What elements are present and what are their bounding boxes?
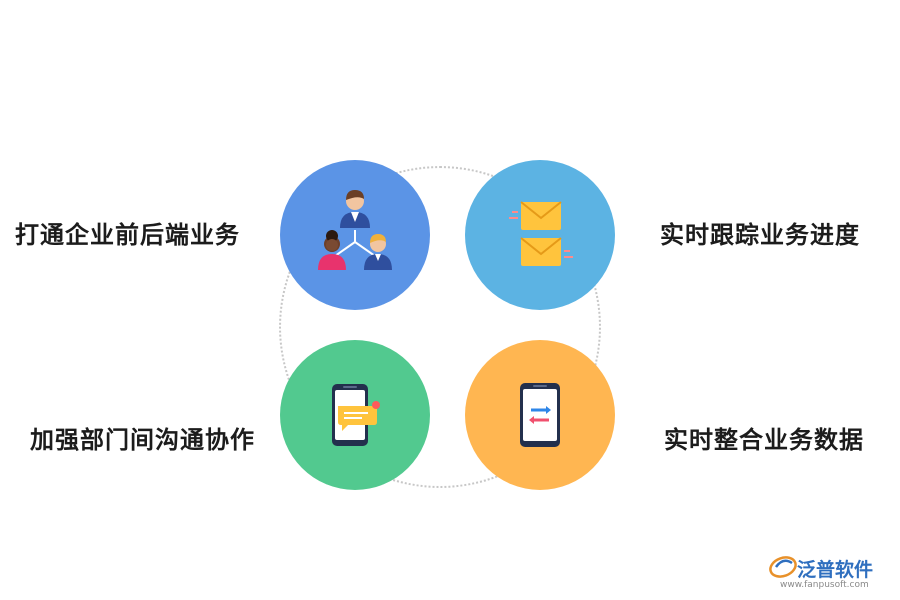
- team-circle: [280, 160, 430, 310]
- label-integration: 实时整合业务数据: [664, 426, 864, 454]
- label-tracking: 实时跟踪业务进度: [660, 221, 860, 249]
- brand-name: 泛普软件: [797, 559, 874, 581]
- phone-message-icon: [280, 340, 430, 490]
- brand-mark-icon: [769, 556, 797, 578]
- dotted-ring: [279, 166, 601, 488]
- tracking-circle: [465, 160, 615, 310]
- phone-sync-icon: [465, 340, 615, 490]
- label-communication: 加强部门间沟通协作: [30, 426, 255, 454]
- envelopes-icon: [465, 160, 615, 310]
- brand-url: www.fanpusoft.com: [780, 580, 869, 590]
- communication-circle: [280, 340, 430, 490]
- integration-circle: [465, 340, 615, 490]
- team-hierarchy-icon: [280, 160, 430, 310]
- label-team: 打通企业前后端业务: [15, 221, 240, 249]
